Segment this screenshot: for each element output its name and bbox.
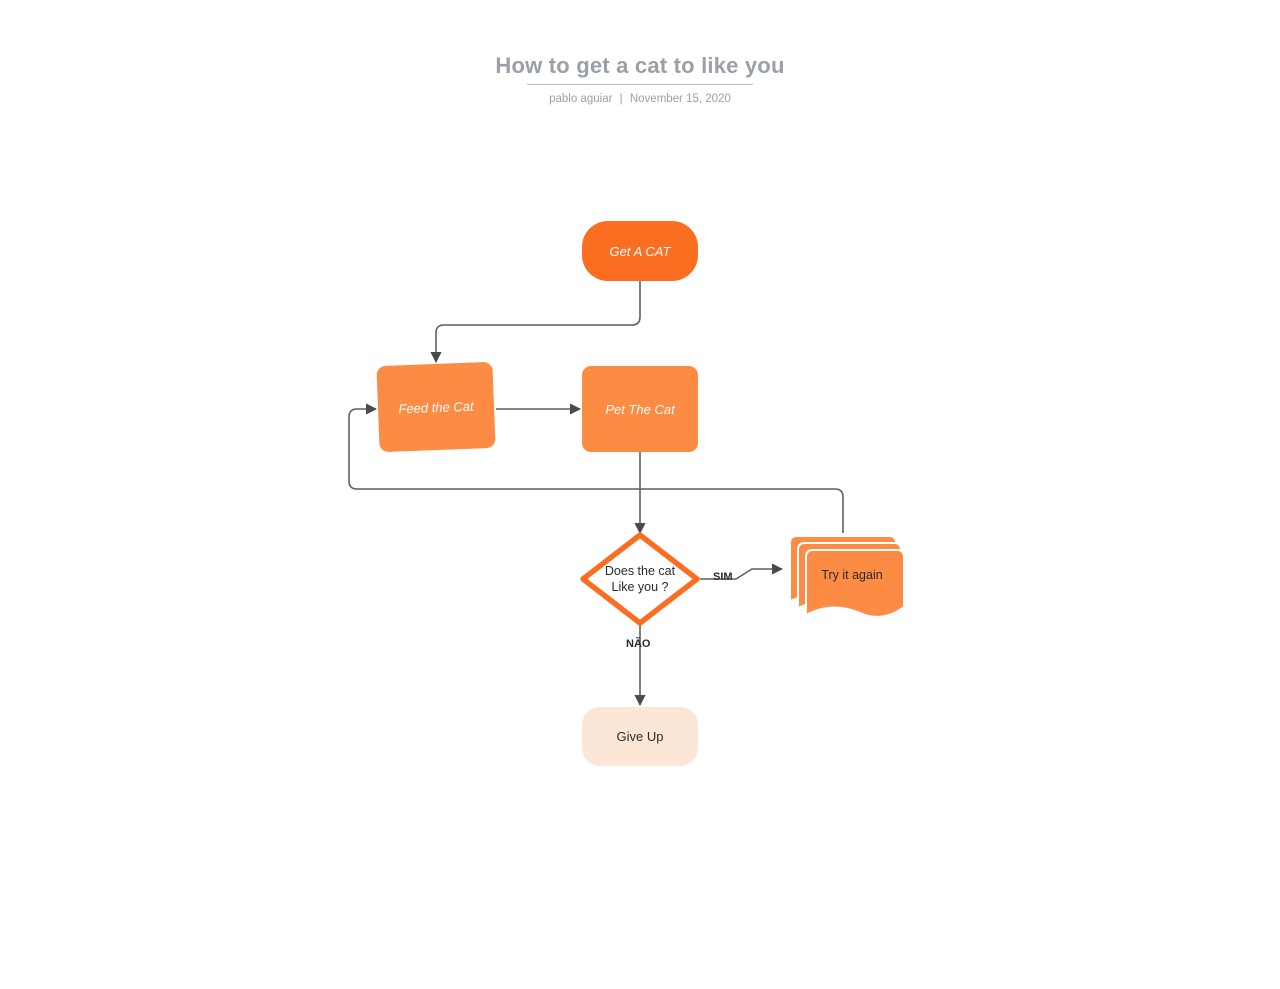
node-label: Pet The Cat — [605, 401, 675, 417]
edge-decision-to-try-again — [700, 563, 784, 580]
decision-label-line2: Like you ? — [611, 580, 669, 594]
page-title: How to get a cat to like you — [495, 53, 785, 78]
article-header: How to get a cat to like you pablo aguia… — [0, 0, 1280, 106]
byline: pablo aguiar | November 15, 2020 — [0, 92, 1280, 106]
node-label: Feed the Cat — [398, 398, 474, 416]
flowchart-node-give-up[interactable]: Give Up — [582, 707, 698, 766]
flowchart-node-get-a-cat[interactable]: Get A CAT — [582, 221, 698, 281]
node-label: Give Up — [616, 729, 664, 744]
decision-label-line1: Does the cat — [604, 564, 676, 578]
decision-label: Does the cat Like you ? — [605, 563, 675, 595]
publish-date: November 15, 2020 — [629, 93, 731, 105]
flowchart-node-feed-the-cat[interactable]: Feed the Cat — [376, 361, 496, 453]
edge-label-no: NÃO — [626, 638, 651, 650]
node-label: Try it again — [821, 568, 883, 582]
author-name: pablo aguiar — [549, 93, 613, 105]
flowchart-node-pet-the-cat[interactable]: Pet The Cat — [582, 366, 698, 452]
byline-separator: | — [619, 93, 623, 105]
node-label-wrapper: Try it again — [800, 531, 904, 619]
node-label: Get A CAT — [609, 243, 671, 259]
edge-get-a-cat-to-feed-the-cat — [430, 281, 641, 364]
edge-label-yes: SIM — [713, 571, 733, 583]
edge-try-again-to-feed-the-cat — [348, 403, 844, 533]
decision-diamond-shape — [580, 532, 700, 626]
flowchart-node-decision[interactable]: Does the cat Like you ? — [578, 530, 702, 628]
flowchart-node-try-again[interactable]: Try it again — [784, 531, 904, 619]
multi-document-shape — [789, 535, 904, 618]
title-divider — [527, 84, 753, 85]
